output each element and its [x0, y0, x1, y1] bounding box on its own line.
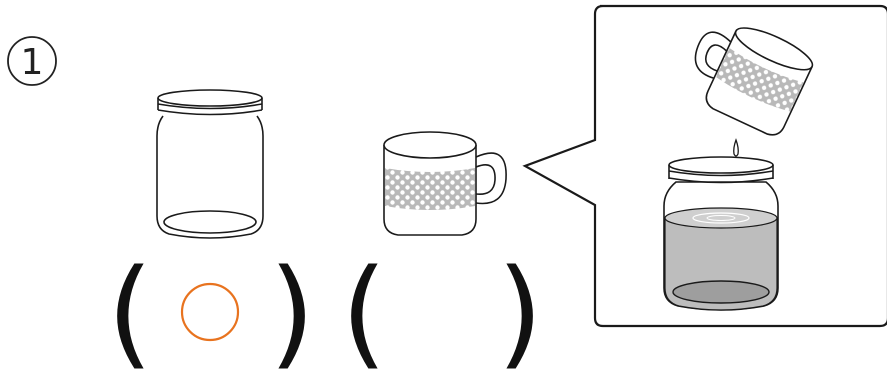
answer-slot-2[interactable]: ( ) [341, 243, 543, 369]
open-paren: ( [107, 243, 153, 369]
question-number-badge: 1 [8, 37, 56, 85]
answer-slot-1[interactable]: ( ) [107, 243, 315, 369]
close-paren: ) [269, 243, 315, 369]
answer-circle-mark [182, 284, 238, 340]
question-number: 1 [21, 42, 44, 83]
mug-icon [384, 132, 506, 235]
close-paren: ) [497, 243, 543, 369]
jar-icon [157, 90, 263, 238]
open-paren: ( [341, 243, 387, 369]
